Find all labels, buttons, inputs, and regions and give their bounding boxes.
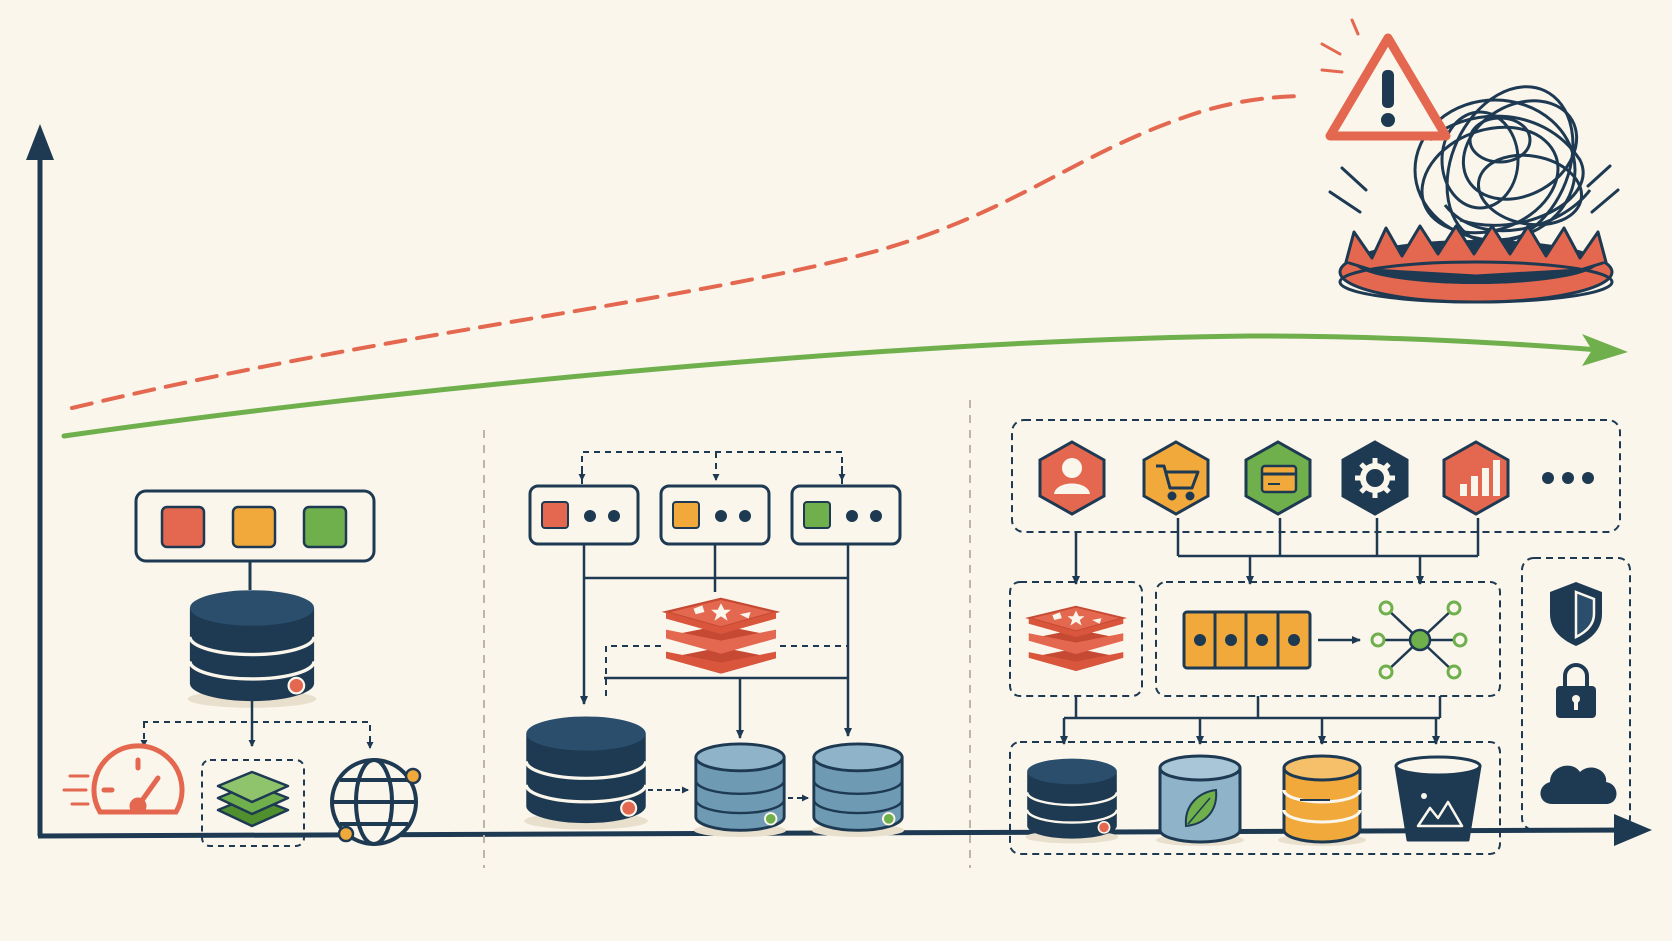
app-server	[659, 484, 771, 546]
lock-icon	[1556, 663, 1596, 718]
simple-path-solid-curve	[61, 333, 1603, 439]
cloud-icon	[1540, 765, 1617, 804]
warning-icon	[1325, 33, 1451, 141]
cart-icon	[1156, 464, 1200, 501]
app-server	[528, 484, 640, 546]
redis-cache-icon	[664, 597, 778, 675]
y-axis-arrowhead	[26, 124, 54, 160]
module-block-orange	[231, 505, 277, 549]
leaf-database-icon	[1156, 754, 1244, 846]
app-server	[790, 484, 902, 546]
module-block-red	[160, 505, 206, 549]
network-graph-icon	[1370, 600, 1468, 680]
warning-trap	[1320, 18, 1620, 304]
image-bucket-icon	[1394, 755, 1482, 842]
services-container	[1011, 419, 1621, 533]
security-container	[1521, 557, 1631, 831]
complex-path-dashed-curve	[70, 94, 1302, 410]
module-block-green	[302, 505, 348, 549]
message-queue-icon	[1182, 610, 1312, 670]
database-icon	[185, 588, 319, 710]
database-icon	[1024, 757, 1120, 845]
tangled-mess-scribble	[1413, 85, 1592, 245]
gear-icon	[1355, 458, 1395, 498]
more-dots-icon	[1542, 472, 1594, 484]
globe-icon	[330, 758, 422, 846]
primary-database	[522, 714, 650, 832]
replica-database	[810, 742, 906, 838]
speedometer-icon	[62, 743, 185, 815]
x-axis-arrowhead	[1614, 814, 1652, 846]
alert-lines	[1320, 18, 1360, 74]
layers-icon	[216, 770, 290, 828]
stage-3-microservices	[1009, 419, 1631, 855]
stage-1-monolith	[62, 489, 422, 847]
motion-lines	[1328, 164, 1620, 214]
orange-database-icon	[1278, 754, 1366, 846]
user-icon	[1054, 458, 1090, 494]
stage-2-scaled	[522, 451, 906, 838]
shield-icon	[1550, 582, 1602, 646]
payment-card-icon	[1260, 464, 1298, 494]
bar-chart-icon	[1460, 460, 1500, 496]
service-hex	[1341, 440, 1409, 516]
replica-database	[692, 742, 788, 838]
bear-trap-icon	[1338, 224, 1614, 304]
simple-path-arrowhead	[1582, 334, 1628, 366]
service-hex	[1142, 440, 1210, 516]
redis-cache-icon	[1027, 605, 1125, 673]
